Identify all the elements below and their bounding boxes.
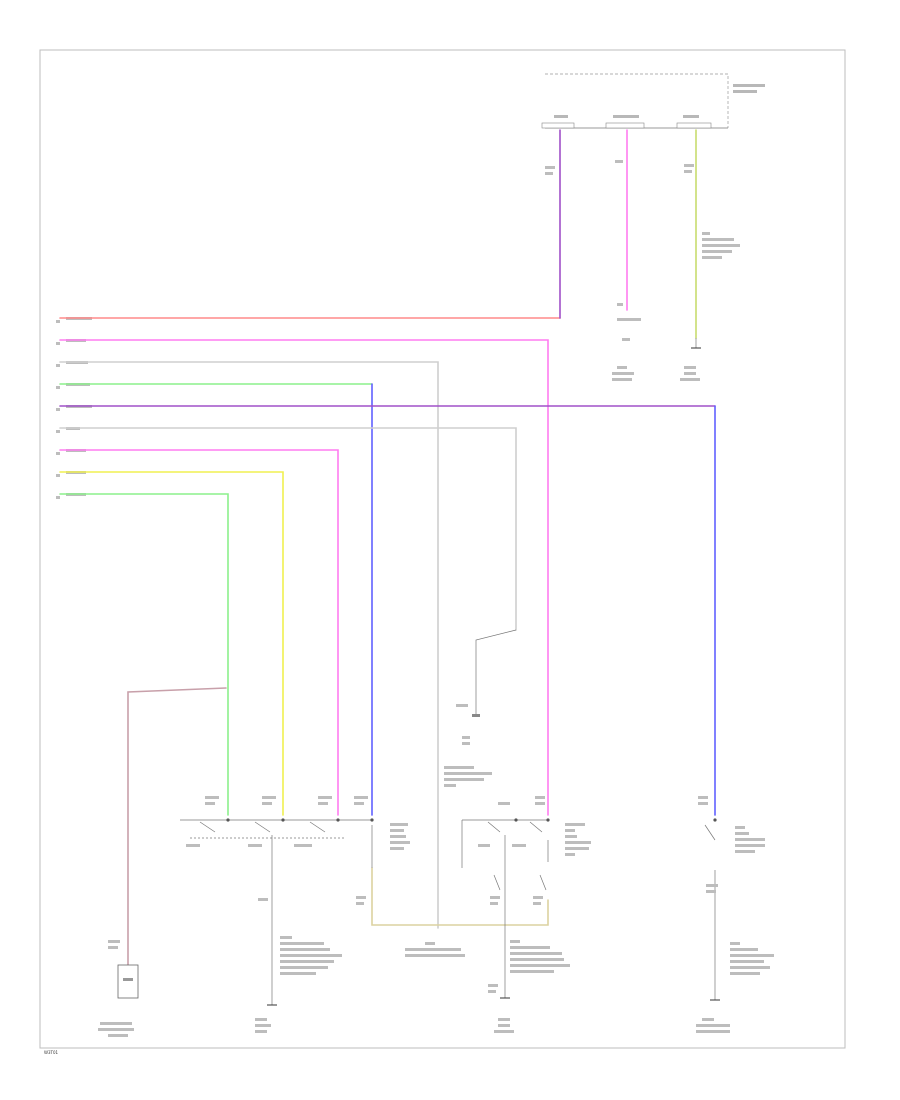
right-switch bbox=[698, 796, 774, 975]
bottom-callouts bbox=[98, 898, 730, 1037]
lamp-component bbox=[444, 704, 492, 787]
lower-left-component bbox=[117, 964, 139, 999]
center-switch-assembly bbox=[461, 796, 591, 905]
wires bbox=[59, 129, 716, 1005]
footer-code: W3T01 bbox=[44, 1050, 58, 1055]
top-callouts bbox=[545, 160, 740, 381]
left-switch-assembly bbox=[180, 796, 410, 905]
top-module bbox=[541, 73, 765, 129]
bottom-grounds bbox=[267, 997, 720, 1006]
diagram-border bbox=[39, 49, 846, 1049]
